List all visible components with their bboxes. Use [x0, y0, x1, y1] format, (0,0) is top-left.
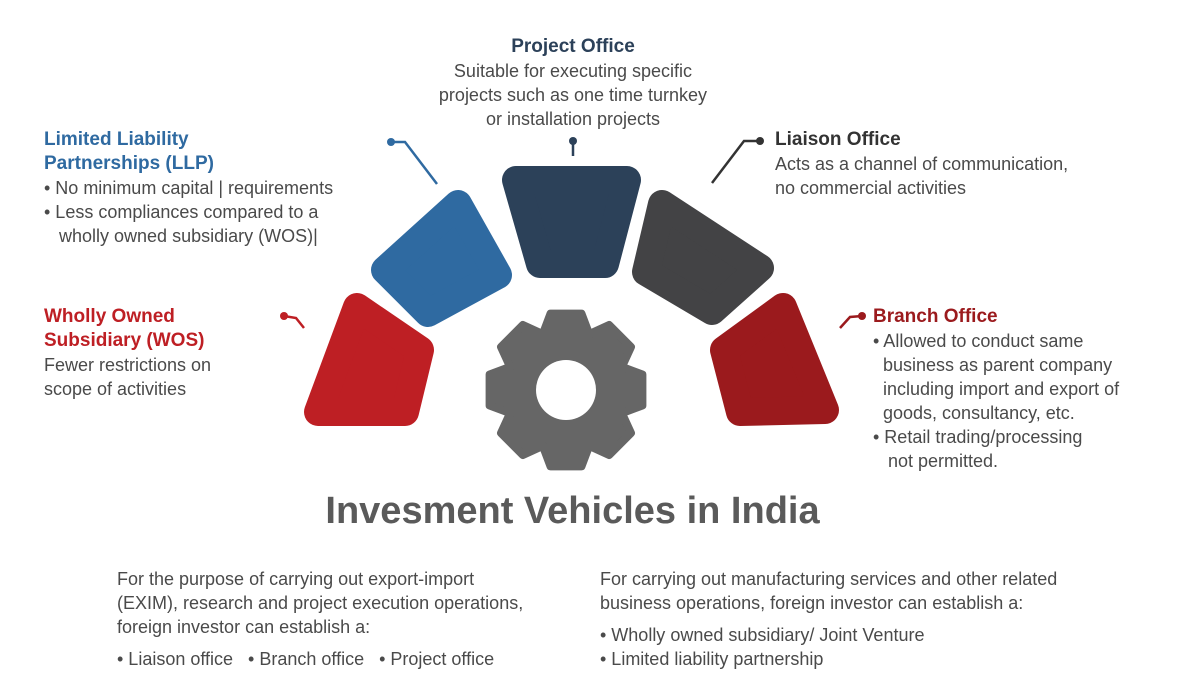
project-heading: Project Office — [511, 36, 635, 57]
project-text: projects such as one time turnkey — [438, 85, 708, 105]
liaison-text: no commercial activities — [775, 178, 967, 198]
branch-segment — [710, 293, 839, 426]
bottom-left-text: foreign investor can establish a: — [117, 617, 371, 637]
wos-heading: Wholly Owned — [44, 306, 175, 327]
project-text: Suitable for executing specific — [453, 61, 693, 81]
branch-text: • Retail trading/processing — [873, 427, 1083, 447]
branch-block: Branch Office • Allowed to conduct same … — [873, 305, 1119, 473]
liaison-segment — [632, 190, 774, 325]
bottom-left-text: For the purpose of carrying out export-i… — [117, 569, 475, 589]
bottom-right-text: For carrying out manufacturing services … — [600, 569, 1058, 589]
wos-text: Fewer restrictions on — [44, 355, 212, 375]
bottom-left-text: (EXIM), research and project execution o… — [117, 593, 524, 613]
page-title: Invesment Vehicles in India — [325, 490, 820, 532]
branch-leader — [839, 314, 863, 329]
liaison-leader — [711, 139, 760, 184]
llp-text: wholly owned subsidiary (WOS)| — [59, 226, 318, 246]
gear-hole — [536, 360, 596, 420]
wos-heading: Subsidiary (WOS) — [44, 330, 205, 351]
branch-text: goods, consultancy, etc. — [883, 403, 1075, 423]
llp-segment — [371, 190, 512, 327]
liaison-text: Acts as a channel of communication, — [775, 154, 1069, 174]
llp-text: • No minimum capital | requirements — [44, 178, 334, 198]
project-block: Project Office Suitable for executing sp… — [380, 35, 766, 131]
bottom-right-item: • Wholly owned subsidiary/ Joint Venture — [600, 625, 925, 645]
branch-text: • Allowed to conduct same — [873, 331, 1084, 351]
bottom-left-items: • Liaison office • Branch office • Proje… — [117, 649, 495, 669]
gear-icon — [485, 309, 647, 471]
bottom-left-block: For the purpose of carrying out export-i… — [117, 567, 523, 671]
llp-heading: Limited Liability — [44, 129, 189, 150]
branch-text: not permitted. — [888, 451, 999, 471]
bottom-right-item: • Limited liability partnership — [600, 649, 824, 669]
bottom-right-text: business operations, foreign investor ca… — [600, 593, 1024, 613]
branch-heading: Branch Office — [873, 306, 998, 327]
llp-leader — [391, 140, 438, 185]
llp-heading: Partnerships (LLP) — [44, 153, 214, 174]
llp-text: • Less compliances compared to a — [44, 202, 319, 222]
llp-block: Limited Liability Partnerships (LLP) • N… — [44, 128, 333, 248]
liaison-heading: Liaison Office — [775, 129, 901, 150]
branch-text: including import and export of — [883, 379, 1120, 399]
bottom-right-block: For carrying out manufacturing services … — [600, 567, 1057, 671]
project-text: or installation projects — [485, 109, 661, 129]
wos-segment — [304, 293, 434, 426]
branch-text: business as parent company — [883, 355, 1113, 375]
wos-text: scope of activities — [44, 379, 187, 399]
wos-leader — [283, 314, 305, 329]
liaison-block: Liaison Office Acts as a channel of comm… — [775, 128, 1068, 200]
project-segment — [502, 166, 641, 278]
wos-block: Wholly Owned Subsidiary (WOS) Fewer rest… — [44, 305, 211, 401]
